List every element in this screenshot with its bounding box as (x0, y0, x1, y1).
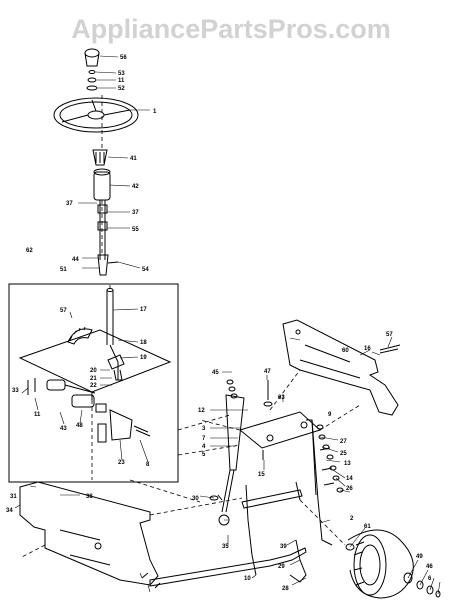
label-13: 13 (344, 461, 351, 467)
leader-lines (14, 55, 441, 595)
label-44: 44 (72, 257, 79, 263)
label-17: 17 (140, 307, 147, 313)
label-62: 62 (26, 248, 33, 254)
label-34: 34 (6, 508, 13, 514)
steering-frame[interactable] (19, 481, 159, 586)
label-12: 12 (198, 408, 205, 414)
spindle-left[interactable] (289, 539, 307, 583)
label-6: 6 (428, 576, 432, 582)
drag-link[interactable] (218, 394, 245, 526)
steering-plate[interactable] (18, 329, 172, 400)
label-45: 45 (212, 370, 219, 376)
front-axle[interactable] (141, 547, 307, 589)
steering-shaft-coupling[interactable] (97, 254, 119, 276)
label-55: 55 (132, 227, 139, 233)
label-48: 48 (76, 423, 83, 429)
label-19: 19 (140, 355, 147, 361)
label-41: 41 (130, 156, 137, 162)
label-37b: 37 (132, 210, 139, 216)
label-56: 56 (120, 55, 127, 61)
label-22: 22 (90, 383, 97, 389)
label-33: 33 (12, 388, 19, 394)
sector-bracket[interactable] (97, 409, 151, 443)
label-21: 21 (90, 376, 97, 382)
label-29: 29 (278, 564, 285, 570)
label-18: 18 (140, 340, 147, 346)
label-43: 43 (60, 426, 67, 432)
label-26: 26 (346, 486, 353, 492)
label-8: 8 (146, 462, 150, 468)
label-42: 42 (132, 184, 139, 190)
bolt-top[interactable] (263, 380, 273, 407)
label-57a: 57 (60, 308, 67, 314)
label-51: 51 (60, 267, 67, 273)
steering-adapter[interactable] (92, 149, 108, 166)
label-63: 63 (278, 395, 285, 401)
label-25: 25 (340, 451, 347, 457)
label-4: 4 (202, 444, 206, 450)
wheel-hardware[interactable] (345, 543, 441, 598)
front-wheel[interactable] (347, 529, 414, 599)
pivot-bar[interactable] (27, 378, 96, 395)
label-53: 53 (118, 71, 125, 77)
label-2: 2 (350, 516, 354, 522)
detail-inset-box (8, 283, 179, 483)
bolt-small[interactable] (209, 494, 223, 501)
label-16: 16 (364, 346, 371, 352)
label-7: 7 (202, 436, 206, 442)
label-11b: 11 (34, 412, 41, 418)
label-28: 28 (282, 586, 289, 592)
tie-rod-end[interactable] (241, 481, 303, 576)
label-10: 10 (244, 576, 251, 582)
label-35: 35 (222, 544, 229, 550)
label-20: 20 (90, 368, 97, 374)
label-49: 49 (416, 554, 423, 560)
label-38: 38 (86, 494, 93, 500)
part-labels: 56 53 11 52 1 41 42 37 37 55 62 44 51 54… (6, 55, 433, 592)
label-60: 60 (342, 348, 349, 354)
label-1: 1 (153, 109, 157, 115)
label-14: 14 (346, 476, 353, 482)
steering-wheel[interactable] (53, 97, 139, 133)
label-39: 39 (280, 544, 287, 550)
label-9: 9 (328, 412, 332, 418)
steering-shaft-upper[interactable] (97, 200, 108, 260)
label-23: 23 (118, 460, 125, 466)
pivot-bracket[interactable] (71, 394, 107, 413)
label-52: 52 (118, 86, 125, 92)
label-5: 5 (202, 452, 206, 458)
pinion-gear[interactable] (107, 354, 125, 381)
sector-gear[interactable] (67, 326, 93, 345)
steering-bushing[interactable] (93, 168, 111, 201)
label-47: 47 (264, 369, 271, 375)
label-57b: 57 (386, 332, 393, 338)
label-31: 31 (10, 494, 17, 500)
label-11: 11 (118, 78, 125, 84)
label-3: 3 (202, 426, 206, 432)
axle-pivot[interactable] (238, 411, 321, 449)
label-15: 15 (258, 472, 265, 478)
hardware-stack-left[interactable] (226, 379, 238, 399)
watermark-text: AppliancePartsPros.com (71, 14, 391, 44)
label-30: 30 (192, 496, 199, 502)
label-27: 27 (340, 439, 347, 445)
hardware-stack-right[interactable] (316, 424, 344, 493)
axle-support-bracket[interactable] (282, 319, 401, 416)
label-46: 46 (426, 564, 433, 570)
steering-cap[interactable] (84, 48, 100, 91)
label-61: 61 (364, 524, 371, 530)
label-37a: 37 (66, 201, 73, 207)
label-54: 54 (142, 267, 149, 273)
